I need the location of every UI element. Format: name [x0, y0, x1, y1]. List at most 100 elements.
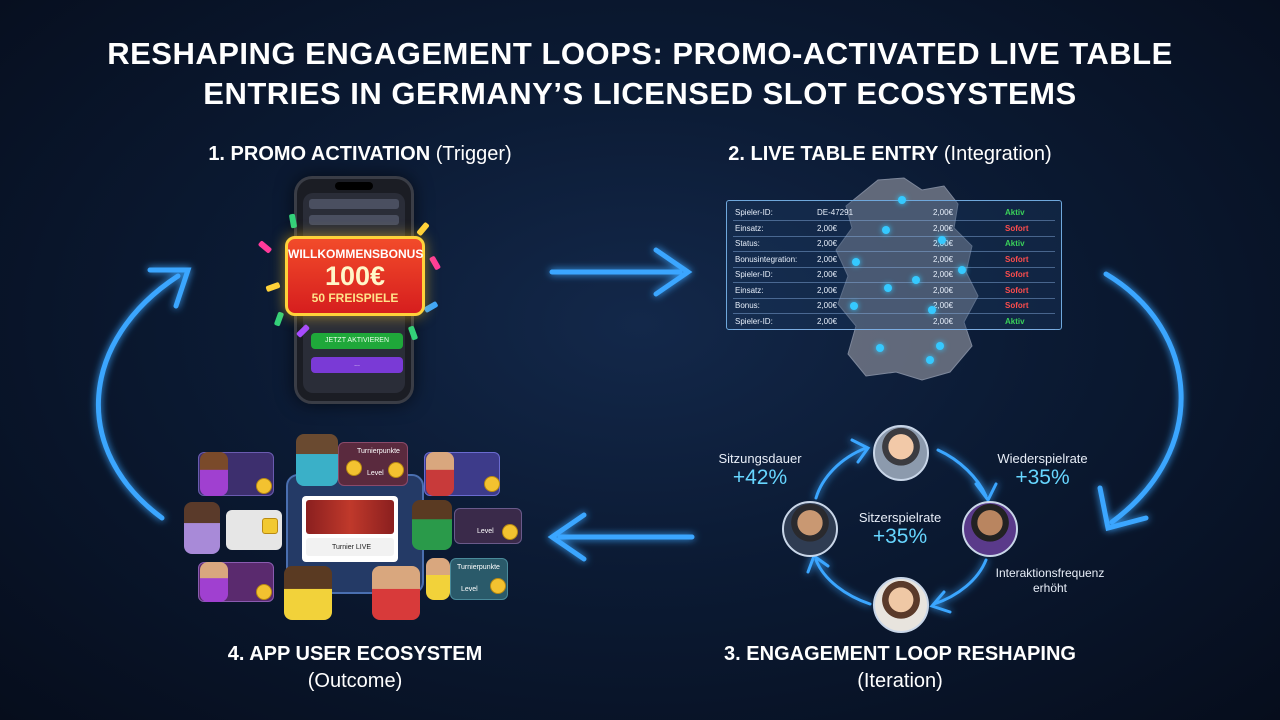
live-table-cell-c4: Sofort — [1005, 254, 1029, 264]
live-table-row: Bonus: 2,00€ 2,00€ Sofort — [733, 298, 1055, 314]
live-table-cell-c1: Bonus: — [735, 301, 760, 310]
level-label-2: Level — [477, 528, 494, 535]
avatar-left — [782, 501, 838, 557]
metric-replay: Wiederspielrate +35% — [985, 451, 1100, 490]
live-table-cell-c2: 2,00€ — [817, 316, 838, 326]
phone-notch — [335, 182, 373, 190]
step-3-label: 3. ENGAGEMENT LOOP RESHAPING (Iteration) — [690, 641, 1110, 695]
user-2 — [426, 452, 454, 496]
arrow-3-to-4-head — [547, 512, 587, 562]
live-table-cell-c4: Sofort — [1005, 223, 1029, 233]
live-table-cell-c4: Sofort — [1005, 301, 1029, 310]
step-3-title: 3. ENGAGEMENT LOOP RESHAPING — [724, 643, 1076, 665]
user-4 — [200, 562, 228, 602]
live-table-cell-c1: Spieler-ID: — [735, 270, 773, 279]
user-5 — [296, 434, 338, 486]
welcome-bonus-badge[interactable]: WILLKOMMENSBONUS 100€ 50 FREISPIELE — [285, 236, 425, 316]
live-table-cell-c2: 2,00€ — [817, 239, 838, 248]
step-1-label: 1. PROMO ACTIVATION (Trigger) — [150, 141, 570, 168]
metric-interaction: Interaktionsfrequenz erhöht — [985, 566, 1115, 596]
live-table-cell-c4: Aktiv — [1005, 316, 1025, 326]
live-table-cell-c2: DE-47291 — [817, 208, 854, 217]
live-table-cell-c4: Aktiv — [1005, 239, 1025, 248]
live-table-cell-c1: Bonusintegration: — [735, 254, 798, 264]
live-table-row: Spieler-ID: 2,00€ 2,00€ Aktiv — [733, 314, 1055, 330]
screen-live-label: Turnier LIVE — [332, 544, 372, 551]
live-table-cell-c2: 2,00€ — [817, 270, 838, 279]
arrow-4-to-1-head — [147, 267, 192, 309]
metric-replay-label: Wiederspielrate — [997, 451, 1088, 466]
live-table-cell-c1: Spieler-ID: — [735, 208, 773, 217]
screen-search-bar — [309, 199, 399, 209]
metric-center-label: Sitzerspielrate — [858, 510, 942, 525]
metric-session-label: Sitzungsdauer — [718, 451, 802, 466]
bonus-amount: 100€ — [324, 261, 386, 291]
title-line-1: RESHAPING ENGAGEMENT LOOPS: PROMO-ACTIVA… — [107, 36, 1173, 71]
user-9 — [372, 566, 420, 620]
metric-session: Sitzungsdauer +42% — [705, 451, 815, 490]
tournament-label-2: Turnierpunkte — [457, 564, 500, 571]
live-table-cell-c1: Einsatz: — [735, 223, 764, 233]
step-1-sub: (Trigger) — [435, 143, 512, 165]
live-table-cell-c3: 2,00€ — [933, 270, 954, 279]
user-7 — [426, 558, 450, 600]
live-table-row: Einsatz: 2,00€ 2,00€ Sofort — [733, 221, 1055, 237]
live-table-cell-c2: 2,00€ — [817, 285, 838, 295]
live-table-cell-c1: Spieler-ID: — [735, 316, 773, 326]
live-table-cell-c2: 2,00€ — [817, 223, 838, 233]
step-4-sub: (Outcome) — [307, 670, 403, 692]
avatar-right — [962, 501, 1018, 557]
live-table-row: Status:2,00€2,00€Aktiv — [733, 236, 1055, 252]
secondary-button[interactable]: ... — [311, 357, 403, 373]
live-table-cell-c3: 2,00€ — [933, 223, 954, 233]
live-table-cell-c3: 2,00€ — [933, 254, 954, 264]
metric-replay-value: +35% — [1015, 466, 1070, 489]
arrow-2-to-3-head — [1097, 485, 1149, 532]
step-1-title: 1. PROMO ACTIVATION — [208, 143, 431, 165]
screen-menu-bar — [309, 215, 399, 225]
live-table-cell-c3: 2,00€ — [933, 316, 954, 326]
live-table-cell-c1: Status: — [735, 239, 760, 248]
ecosystem-screen: Turnier LIVE — [302, 496, 398, 562]
user-1 — [200, 452, 228, 496]
step-4-label: 4. APP USER ECOSYSTEM (Outcome) — [180, 641, 530, 695]
slot-reels — [306, 500, 394, 534]
live-table-cell-c2: 2,00€ — [817, 301, 838, 310]
user-8 — [284, 566, 332, 620]
level-label-3: Level — [461, 586, 478, 593]
bonus-spins: 50 FREISPIELE — [311, 291, 399, 305]
screen-status-bar: Turnier LIVE — [306, 538, 394, 556]
step-2-sub: (Integration) — [943, 143, 1052, 165]
live-table-cell-c1: Einsatz: — [735, 285, 764, 295]
live-table-cell-c4: Sofort — [1005, 270, 1029, 279]
live-table-row: Einsatz: 2,00€ 2,00€ Sofort — [733, 283, 1055, 299]
metric-center-value: +35% — [872, 525, 928, 548]
live-table-cell-c3: 2,00€ — [933, 301, 954, 310]
avatar-top — [873, 425, 929, 481]
live-table-cell-c3: 2,00€ — [933, 285, 954, 295]
activate-button[interactable]: JETZT AKTIVIEREN — [311, 333, 403, 349]
live-table-cell-c4: Sofort — [1005, 285, 1029, 295]
user-3 — [184, 502, 220, 554]
tournament-label-1: Turnierpunkte — [357, 448, 400, 455]
step-4-title: 4. APP USER ECOSYSTEM — [227, 643, 483, 665]
live-table-cell-c2: 2,00€ — [817, 254, 838, 264]
arrow-4-to-1 — [95, 273, 181, 521]
arrow-1-to-2-head — [653, 247, 693, 297]
title-line-2: ENTRIES IN GERMANY’S LICENSED SLOT ECOSY… — [203, 76, 1077, 111]
metric-interaction-label: Interaktionsfrequenz erhöht — [995, 566, 1105, 595]
step-3-sub: (Iteration) — [857, 670, 943, 692]
live-table-row: Bonusintegration: 2,00€ 2,00€ Sofort — [733, 252, 1055, 268]
user-6 — [412, 500, 452, 550]
level-label-1: Level — [367, 470, 384, 477]
step-2-title: 2. LIVE TABLE ENTRY — [728, 143, 939, 165]
live-table-cell-c3: 2,00€ — [933, 208, 954, 217]
metric-center: Sitzerspielrate +35% — [845, 510, 955, 549]
bonus-headline: WILLKOMMENSBONUS — [288, 247, 424, 261]
step-2-label: 2. LIVE TABLE ENTRY (Integration) — [690, 141, 1090, 168]
live-table-row: Spieler-ID: 2,00€ 2,00€ Sofort — [733, 267, 1055, 283]
page-title: RESHAPING ENGAGEMENT LOOPS: PROMO-ACTIVA… — [0, 34, 1280, 114]
